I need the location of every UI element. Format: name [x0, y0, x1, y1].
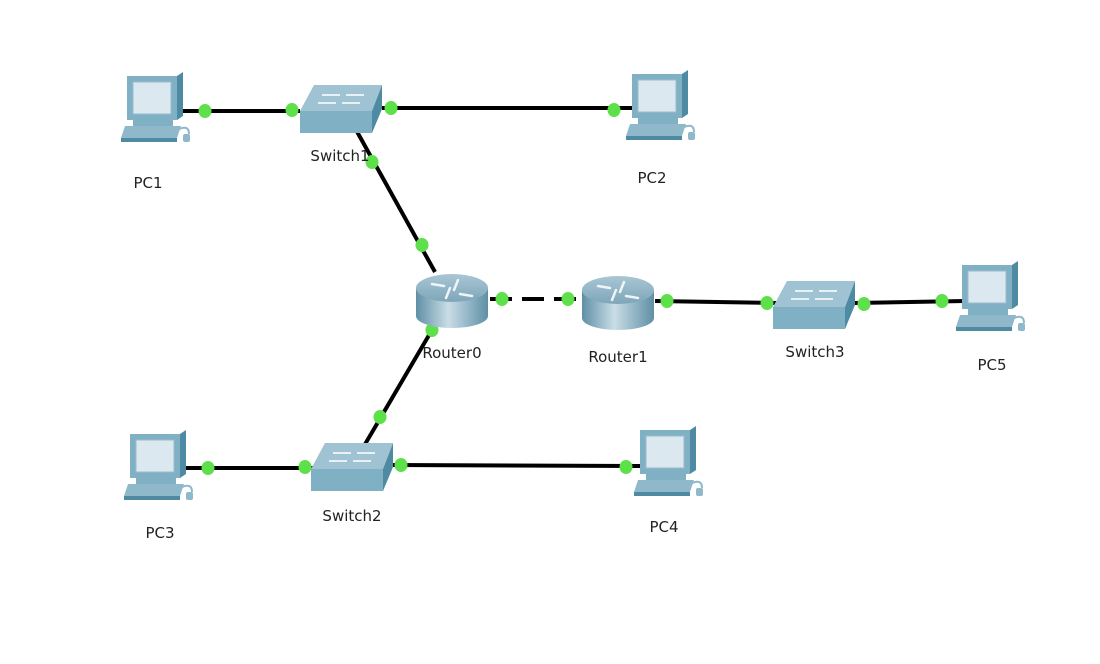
- port-status-router0: [495, 292, 509, 306]
- switch-icon: [773, 281, 855, 329]
- device-pc5[interactable]: PC5: [956, 261, 1025, 374]
- device-label: Switch1: [310, 147, 369, 165]
- device-switch3[interactable]: Switch3: [773, 281, 855, 361]
- device-switch1[interactable]: Switch1: [300, 85, 382, 165]
- port-status-pc5: [935, 294, 949, 308]
- port-status-switch3: [760, 296, 774, 310]
- port-status-router1: [561, 292, 575, 306]
- device-router0[interactable]: Router0: [416, 274, 488, 362]
- device-label: PC2: [637, 169, 666, 187]
- pc-icon: [124, 430, 193, 500]
- port-status-switch2: [373, 410, 387, 424]
- device-label: PC3: [145, 524, 174, 542]
- device-label: Switch3: [785, 343, 844, 361]
- device-label: Router0: [422, 344, 481, 362]
- device-switch2[interactable]: Switch2: [311, 443, 393, 525]
- link-router0-switch2[interactable]: [362, 328, 434, 448]
- device-pc1[interactable]: PC1: [121, 72, 190, 192]
- port-status-switch1: [285, 103, 299, 117]
- port-status-switch1: [384, 101, 398, 115]
- ports-layer: [198, 101, 949, 475]
- links-layer: [180, 106, 966, 470]
- pc-icon: [626, 70, 695, 140]
- device-label: Switch2: [322, 507, 381, 525]
- device-label: PC4: [649, 518, 678, 536]
- port-status-pc4: [619, 460, 633, 474]
- port-status-switch1: [365, 155, 379, 169]
- port-status-router1: [660, 294, 674, 308]
- pc-icon: [956, 261, 1025, 331]
- link-switch3-pc5[interactable]: [854, 299, 966, 305]
- port-status-router0: [415, 238, 429, 252]
- device-pc2[interactable]: PC2: [626, 70, 695, 187]
- router-icon: [416, 274, 488, 328]
- device-pc4[interactable]: PC4: [634, 426, 703, 536]
- device-pc3[interactable]: PC3: [124, 430, 193, 542]
- port-status-switch2: [394, 458, 408, 472]
- port-status-switch2: [298, 460, 312, 474]
- link-switch2-pc4[interactable]: [392, 463, 649, 468]
- port-status-pc3: [201, 461, 215, 475]
- switch-icon: [311, 443, 393, 491]
- link-router1-switch3[interactable]: [654, 299, 778, 305]
- pc-icon: [121, 72, 190, 142]
- device-router1[interactable]: Router1: [582, 276, 654, 366]
- device-label: PC5: [977, 356, 1006, 374]
- device-label: Router1: [588, 348, 647, 366]
- switch-icon: [300, 85, 382, 133]
- port-status-pc2: [607, 103, 621, 117]
- port-status-pc1: [198, 104, 212, 118]
- pc-icon: [634, 426, 703, 496]
- port-status-switch3: [857, 297, 871, 311]
- router-icon: [582, 276, 654, 330]
- device-label: PC1: [133, 174, 162, 192]
